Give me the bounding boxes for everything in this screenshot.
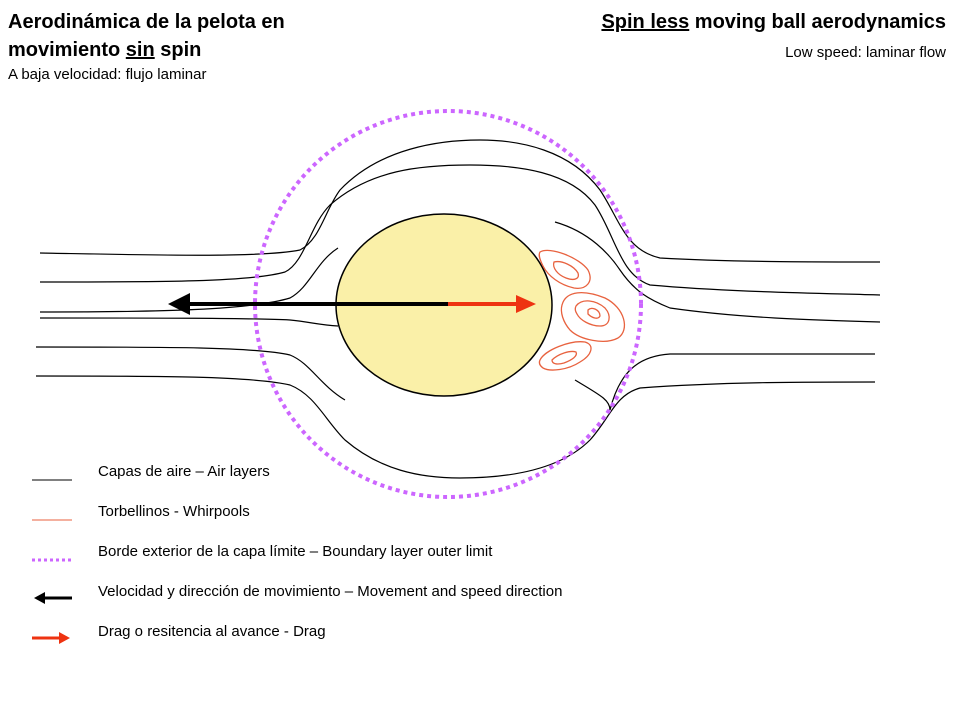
legend-swatch-velocity-arrow (34, 592, 72, 604)
air-layer-line-5 (35, 346, 346, 401)
whirlpools (538, 249, 626, 371)
spanish-title-line2: movimiento sin spin (8, 36, 285, 64)
air-layer-line-2 (39, 164, 881, 296)
air-layer-line-7 (554, 221, 881, 323)
legend-item-velocity: Velocidad y dirección de movimiento – Mo… (32, 580, 732, 604)
spanish-title-line2-post: spin (154, 39, 202, 61)
spanish-subtitle: A baja velocidad: flujo laminar (8, 66, 207, 83)
air-layer-line-8 (574, 353, 875, 411)
air-layer-line-4 (39, 317, 339, 327)
whirlpool-top-outer (538, 249, 591, 289)
legend-item-whirlpools: Torbellinos - Whirpools (32, 500, 732, 524)
air-layer-line-6 (35, 375, 876, 479)
legend-item-air-layers: Capas de aire – Air layers (32, 460, 732, 484)
legend-swatch-air-layers (32, 479, 72, 481)
whirlpool-middle-core (587, 307, 601, 319)
whirlpool-top-inner (552, 260, 580, 280)
legend-label-whirlpools: Torbellinos - Whirpools (98, 503, 250, 520)
velocity-arrow (168, 293, 448, 315)
whirlpool-middle-inner (574, 300, 610, 327)
legend-label-boundary-layer: Borde exterior de la capa límite – Bound… (98, 543, 493, 560)
spanish-title-underlined-word: sin (125, 39, 155, 61)
legend-label-air-layers: Capas de aire – Air layers (98, 463, 270, 480)
english-title-rest: moving ball aerodynamics (689, 11, 946, 33)
boundary-layer-outer-limit (253, 109, 643, 499)
legend-item-boundary-layer: Borde exterior de la capa límite – Bound… (32, 540, 732, 564)
air-layer-line-1 (39, 139, 881, 263)
air-layers (35, 139, 881, 479)
english-subtitle: Low speed: laminar flow (785, 44, 946, 61)
legend-item-drag: Drag o resitencia al avance - Drag (32, 620, 732, 644)
whirlpool-bottom-inner (551, 350, 578, 365)
whirlpool-middle-outer (560, 292, 626, 342)
english-title: Spin less moving ball aerodynamics (601, 8, 946, 36)
legend-label-velocity: Velocidad y dirección de movimiento – Mo… (98, 583, 563, 600)
legend-swatch-whirlpools (32, 519, 72, 521)
drag-arrow (448, 295, 536, 313)
spanish-title-line1: Aerodinámica de la pelota en (8, 11, 285, 33)
legend-swatch-drag-arrow (32, 632, 70, 644)
spanish-title: Aerodinámica de la pelota en movimiento … (8, 8, 285, 64)
legend-label-drag: Drag o resitencia al avance - Drag (98, 623, 326, 640)
legend-swatch-boundary-layer (32, 558, 72, 562)
spanish-title-line2-pre: movimiento (8, 39, 126, 61)
whirlpool-bottom-outer (538, 341, 592, 371)
english-title-underlined: Spin less (601, 11, 690, 33)
